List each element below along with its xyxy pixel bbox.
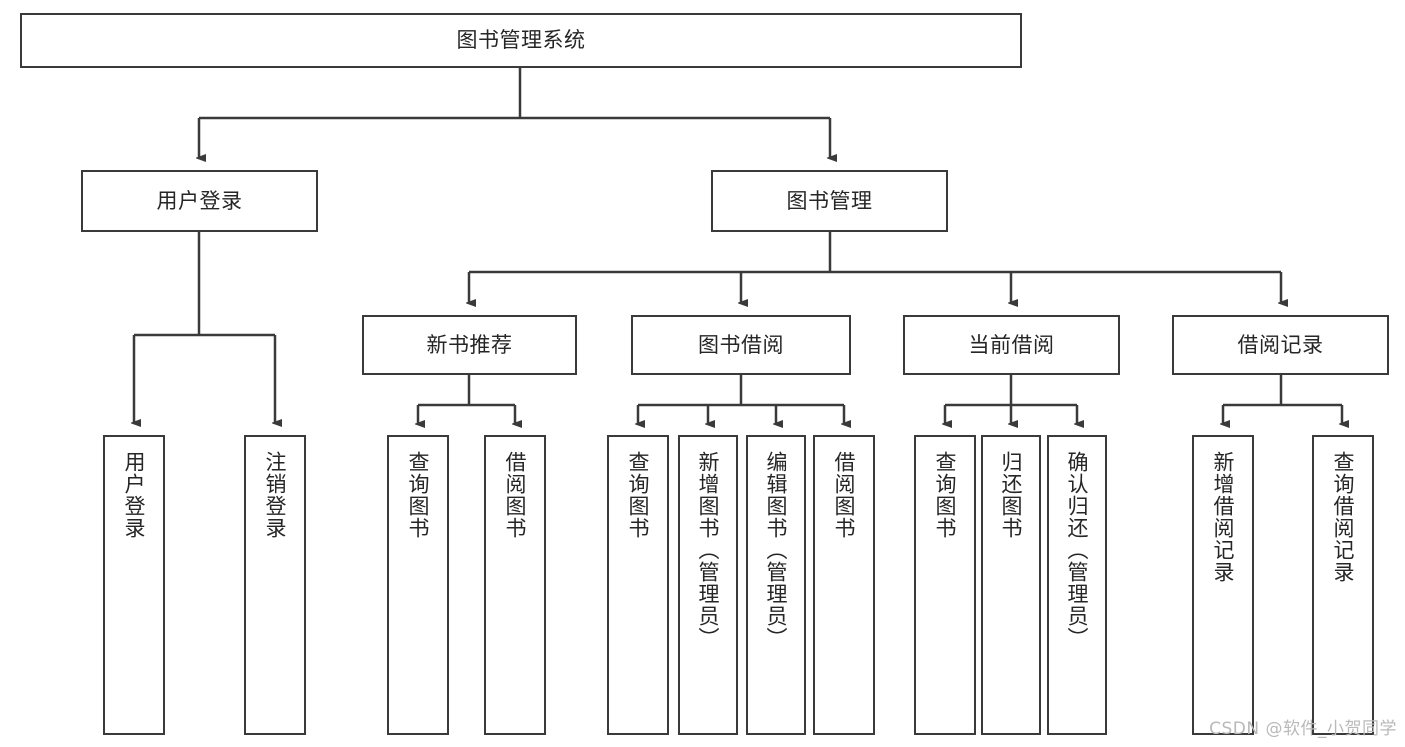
node-leaf-query-book-1[interactable]: 查询图书 [387, 435, 449, 735]
node-leaf-confirm-return[interactable]: 确认归还（管理员） [1047, 435, 1107, 735]
node-user-login-label: 用户登录 [156, 188, 243, 213]
node-leaf-edit-book[interactable]: 编辑图书（管理员） [746, 435, 806, 735]
node-leaf-borrow-book-1-label: 借阅图书 [503, 451, 528, 539]
node-borrow-record[interactable]: 借阅记录 [1172, 315, 1389, 375]
node-leaf-query-record-label: 查询借阅记录 [1331, 451, 1356, 583]
node-leaf-user-logout[interactable]: 注销登录 [244, 435, 306, 735]
node-new-book-rec-label: 新书推荐 [426, 332, 513, 357]
node-leaf-query-book-3-label: 查询图书 [933, 451, 958, 539]
node-book-borrow-label: 图书借阅 [698, 332, 784, 357]
node-leaf-add-record-label: 新增借阅记录 [1211, 451, 1236, 583]
node-leaf-borrow-book-1[interactable]: 借阅图书 [484, 435, 546, 735]
node-leaf-return-book[interactable]: 归还图书 [981, 435, 1041, 735]
node-leaf-add-book[interactable]: 新增图书（管理员） [678, 435, 738, 735]
node-leaf-user-login[interactable]: 用户登录 [103, 435, 165, 735]
node-leaf-add-record[interactable]: 新增借阅记录 [1192, 435, 1254, 735]
node-leaf-query-book-1-label: 查询图书 [406, 451, 431, 539]
node-leaf-query-book-2-label: 查询图书 [626, 451, 651, 539]
node-current-borrow[interactable]: 当前借阅 [903, 315, 1120, 375]
node-leaf-add-book-label: 新增图书（管理员） [696, 451, 721, 649]
node-root-label: 图书管理系统 [456, 28, 586, 53]
node-leaf-borrow-book-2[interactable]: 借阅图书 [813, 435, 875, 735]
node-current-borrow-label: 当前借阅 [968, 332, 1055, 357]
node-leaf-query-record[interactable]: 查询借阅记录 [1312, 435, 1374, 735]
node-borrow-record-label: 借阅记录 [1237, 332, 1324, 357]
node-book-manage-label: 图书管理 [786, 188, 873, 213]
node-book-manage[interactable]: 图书管理 [711, 170, 948, 232]
node-leaf-user-logout-label: 注销登录 [263, 451, 288, 539]
node-leaf-query-book-2[interactable]: 查询图书 [607, 435, 669, 735]
node-root[interactable]: 图书管理系统 [20, 13, 1022, 68]
node-leaf-return-book-label: 归还图书 [999, 451, 1024, 539]
node-leaf-user-login-label: 用户登录 [122, 451, 147, 539]
node-new-book-rec[interactable]: 新书推荐 [362, 315, 577, 375]
node-user-login[interactable]: 用户登录 [81, 170, 318, 232]
node-leaf-confirm-return-label: 确认归还（管理员） [1065, 451, 1090, 649]
node-leaf-borrow-book-2-label: 借阅图书 [832, 451, 857, 539]
node-leaf-edit-book-label: 编辑图书（管理员） [764, 451, 789, 649]
node-book-borrow[interactable]: 图书借阅 [631, 315, 851, 375]
node-leaf-query-book-3[interactable]: 查询图书 [914, 435, 976, 735]
